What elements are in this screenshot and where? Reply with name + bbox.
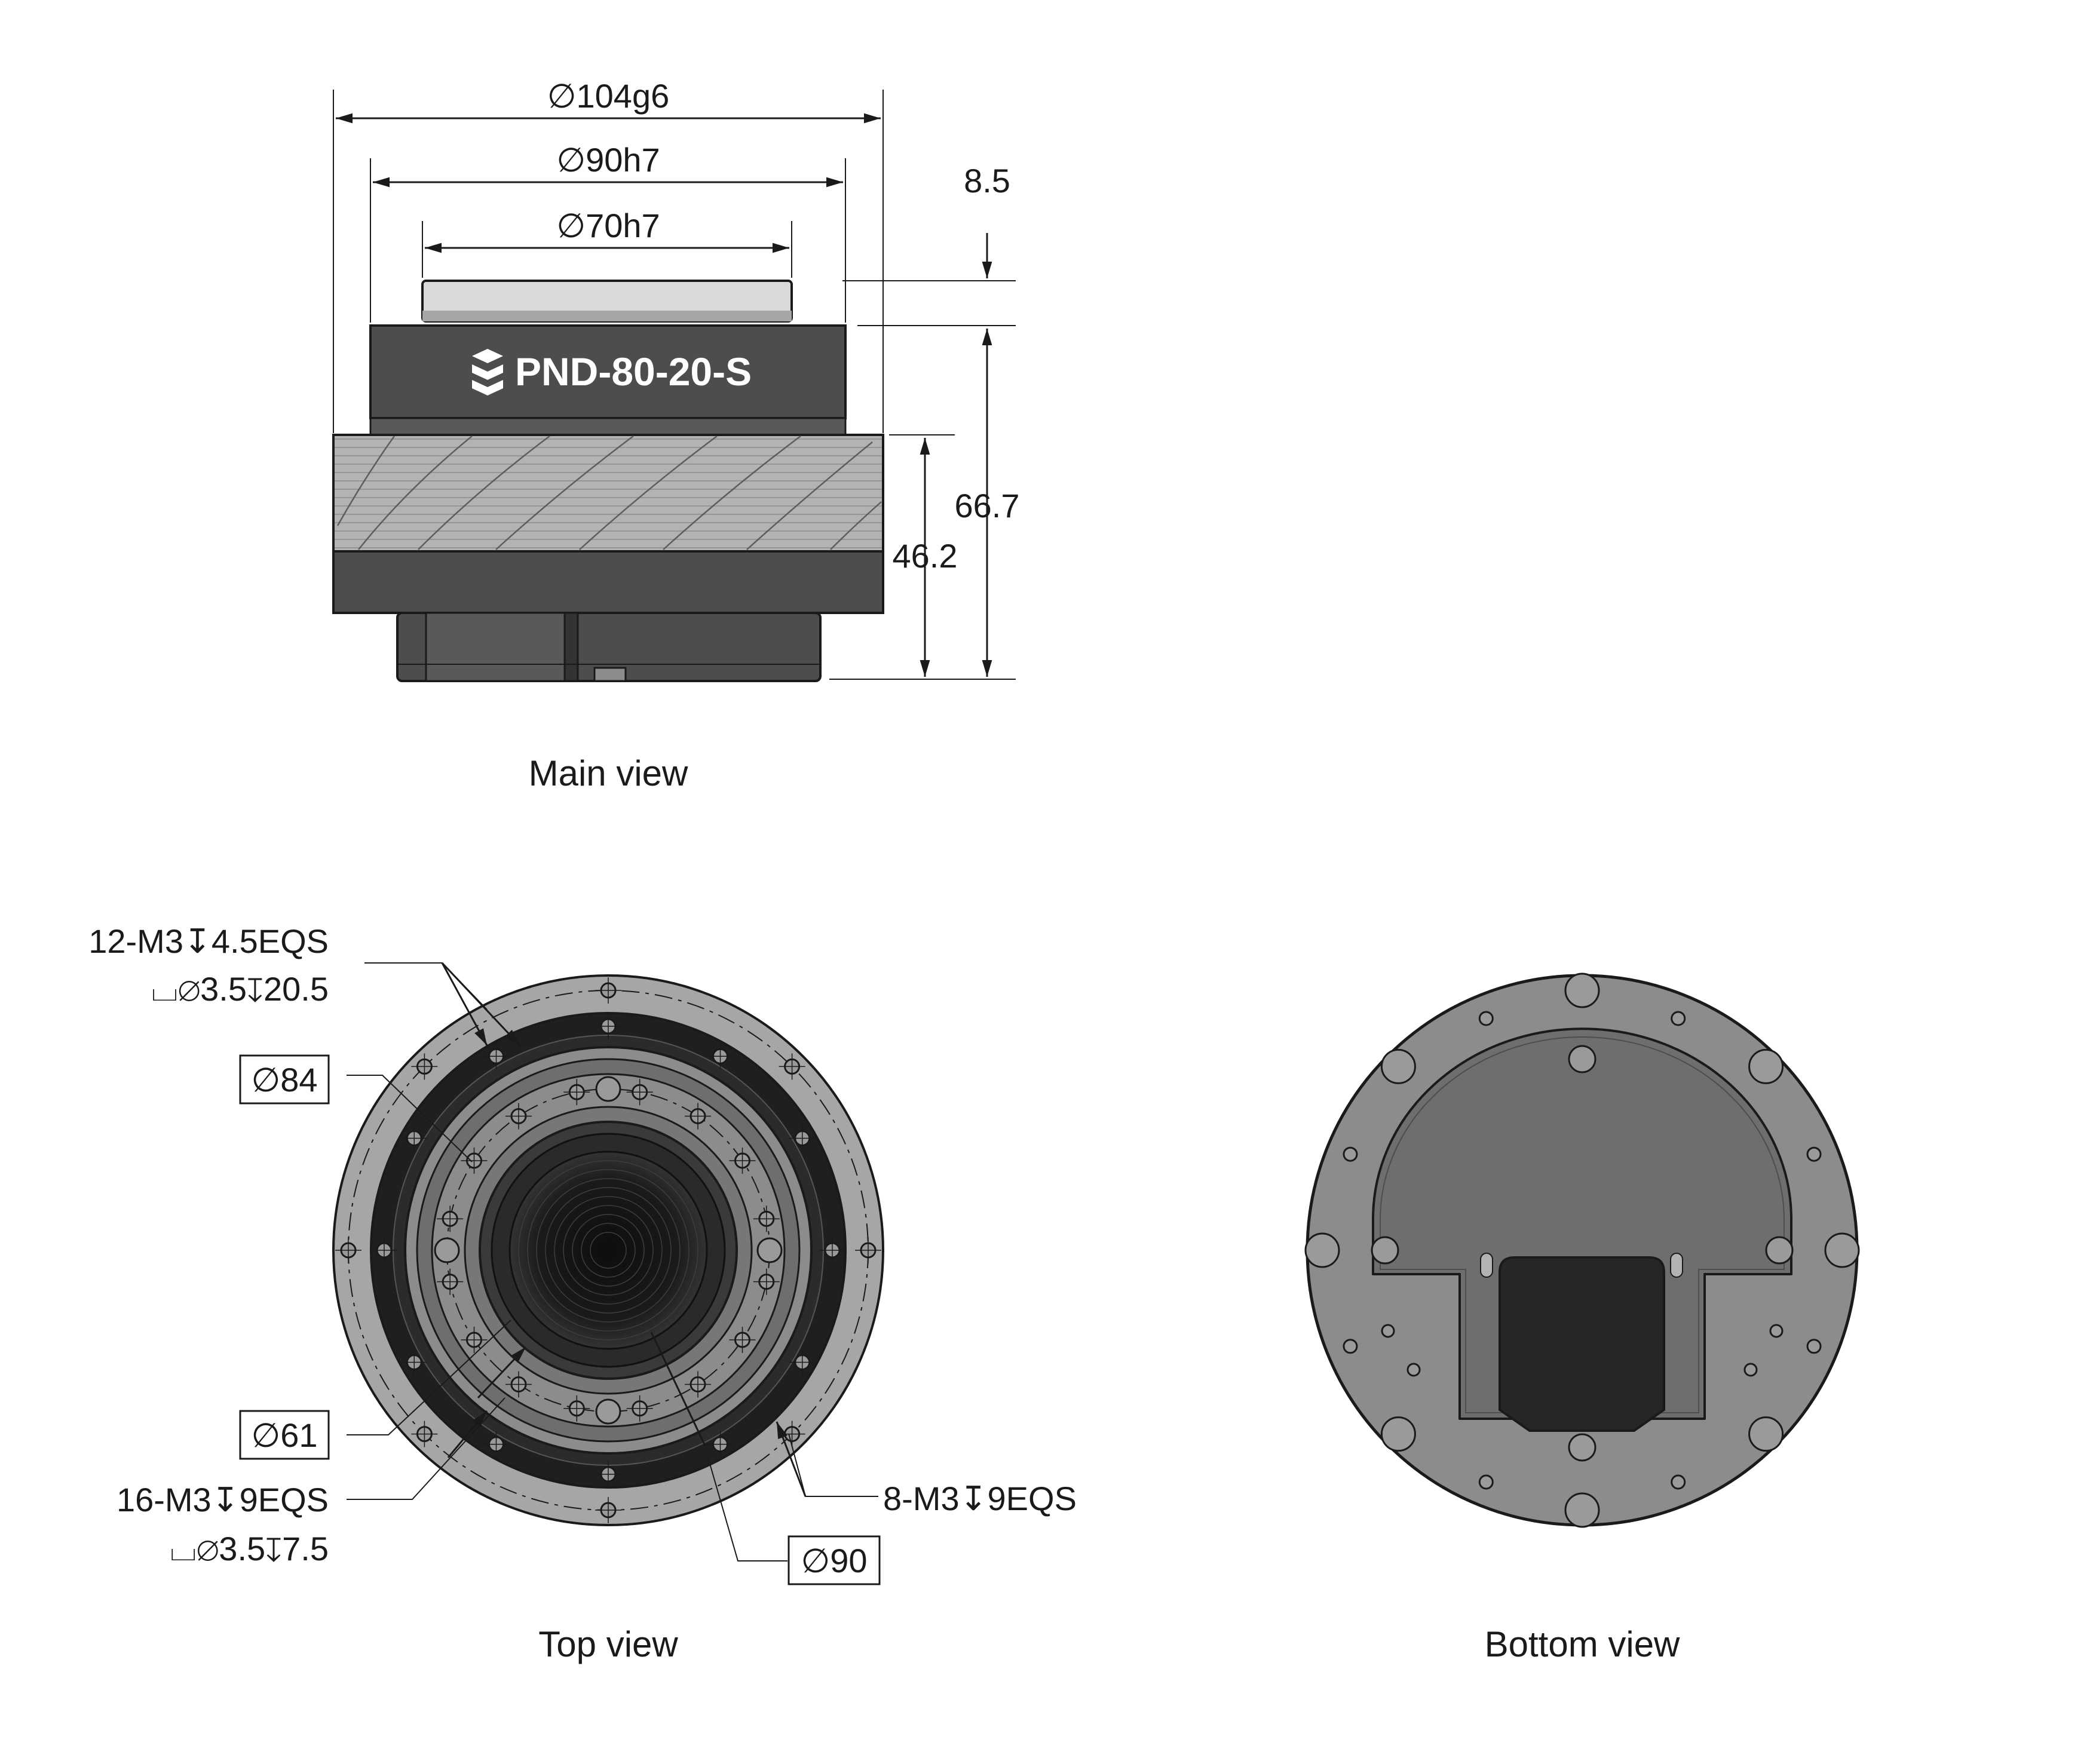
model-label: PND-80-20-S — [515, 349, 752, 394]
bottom-view-caption: Bottom view — [1485, 1624, 1680, 1664]
cable-cover — [1372, 1027, 1792, 1420]
small-hole — [1478, 1011, 1494, 1026]
small-hole — [1478, 1474, 1494, 1490]
mounting-holes — [335, 977, 881, 1523]
callout-d61: ∅61 — [251, 1416, 317, 1454]
callout-m3-12-line1: 12-M3↧4.5EQS — [88, 922, 329, 960]
cover-screw — [1371, 1236, 1399, 1265]
callout-m3-16-line2: ⌴∅3.5↧7.5 — [170, 1530, 329, 1567]
dim-h667: 66.7 — [955, 487, 1020, 524]
dim-d104: ∅104g6 — [547, 77, 670, 115]
small-hole — [1806, 1146, 1822, 1162]
callout-d61-box — [239, 1410, 330, 1460]
cover-screw — [1568, 1045, 1596, 1073]
callout-d84-box — [239, 1054, 330, 1105]
callout-d90-box — [787, 1535, 881, 1585]
bottom-view: Bottom view — [1304, 972, 1860, 1664]
cover-screw — [1765, 1236, 1794, 1265]
hex-screw — [1564, 972, 1600, 1008]
dim-h85: 8.5 — [964, 162, 1010, 200]
callout-d90: ∅90 — [801, 1542, 867, 1579]
small-hole — [1343, 1339, 1358, 1354]
small-hole — [1769, 1324, 1784, 1338]
callout-m3-8: 8-M3↧9EQS — [883, 1480, 1077, 1517]
small-hole — [1671, 1011, 1686, 1026]
knurled-ring — [332, 434, 884, 553]
main-view: PND-80-20-S ∅104g6 ∅90h7 ∅70h7 8.5 66.7 … — [332, 77, 1020, 793]
pin-hole — [595, 1398, 621, 1425]
callout-m3-16-line1: 16-M3↧9EQS — [117, 1481, 329, 1518]
hex-screw — [1380, 1048, 1416, 1084]
center-bore — [508, 1151, 708, 1350]
dim-d90: ∅90h7 — [556, 141, 660, 179]
top-view: 12-M3↧4.5EQS ⌴∅3.5↧20.5 ∅84 ∅61 16-M3↧9E… — [88, 922, 1077, 1664]
small-hole — [1381, 1324, 1395, 1338]
dim-h462: 46.2 — [893, 537, 958, 575]
cover-screw — [1568, 1433, 1596, 1462]
small-hole — [1343, 1146, 1358, 1162]
pin-hole — [756, 1237, 783, 1263]
hex-screw — [1748, 1416, 1784, 1452]
pin-hole — [595, 1076, 621, 1102]
small-hole — [1806, 1339, 1822, 1354]
dim-d70: ∅70h7 — [556, 207, 660, 244]
bottom-screws — [1304, 972, 1860, 1528]
top-view-caption: Top view — [538, 1624, 678, 1664]
hex-screw — [1824, 1232, 1860, 1268]
small-hole — [1406, 1363, 1421, 1377]
bore-rings — [518, 1160, 698, 1340]
connector-port — [1499, 1256, 1665, 1432]
small-hole — [1671, 1474, 1686, 1490]
base-ring — [332, 550, 884, 614]
callout-d84: ∅84 — [251, 1061, 317, 1099]
hex-screw — [1380, 1416, 1416, 1452]
pin-hole — [434, 1237, 460, 1263]
small-hole — [1743, 1363, 1758, 1377]
stacked-s-logo-icon — [472, 349, 503, 395]
hex-screw — [1748, 1048, 1784, 1084]
motor-housing — [369, 324, 847, 419]
callout-m3-12-line2: ⌴∅3.5↧20.5 — [151, 970, 329, 1008]
main-view-caption: Main view — [529, 753, 688, 793]
hex-screw — [1304, 1232, 1340, 1268]
hex-screw — [1564, 1492, 1600, 1528]
